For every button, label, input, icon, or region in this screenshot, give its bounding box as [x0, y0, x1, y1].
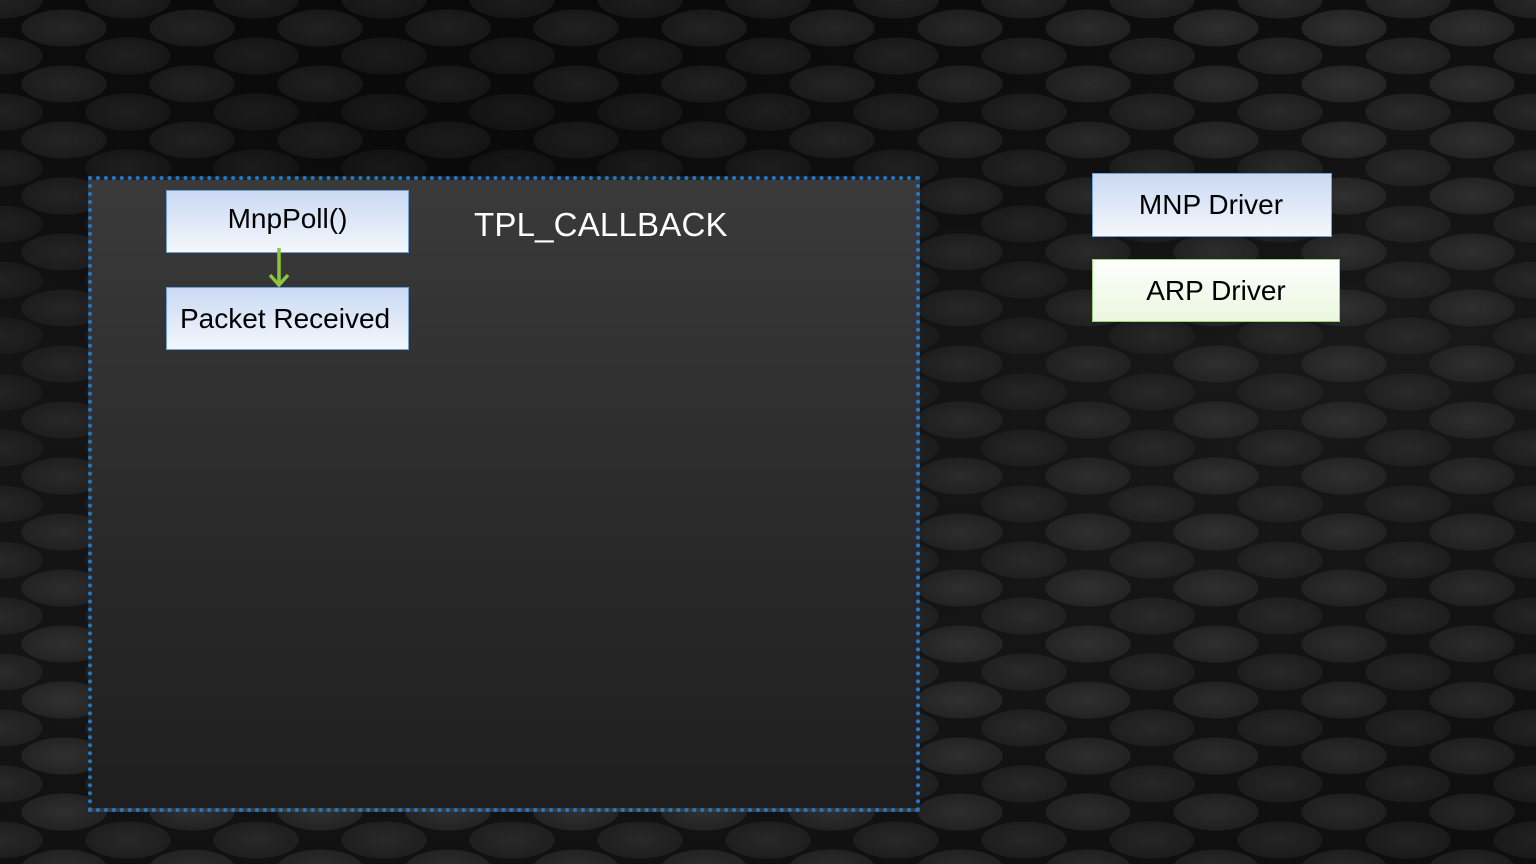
- mnppoll-box: MnpPoll(): [166, 190, 409, 253]
- mnppoll-label: MnpPoll(): [227, 202, 348, 234]
- arp-driver-label: ARP Driver: [1146, 274, 1286, 306]
- packet-received-box: Packet Received: [166, 287, 409, 350]
- tpl-callback-region: [88, 176, 920, 812]
- tpl-callback-label: TPL_CALLBACK: [474, 206, 728, 243]
- mnp-driver-box: MNP Driver: [1092, 173, 1332, 237]
- flow-arrow-icon: [268, 248, 290, 288]
- packet-received-label: Packet Received: [180, 302, 391, 334]
- mnp-driver-label: MNP Driver: [1138, 189, 1284, 220]
- arp-driver-box: ARP Driver: [1092, 259, 1340, 322]
